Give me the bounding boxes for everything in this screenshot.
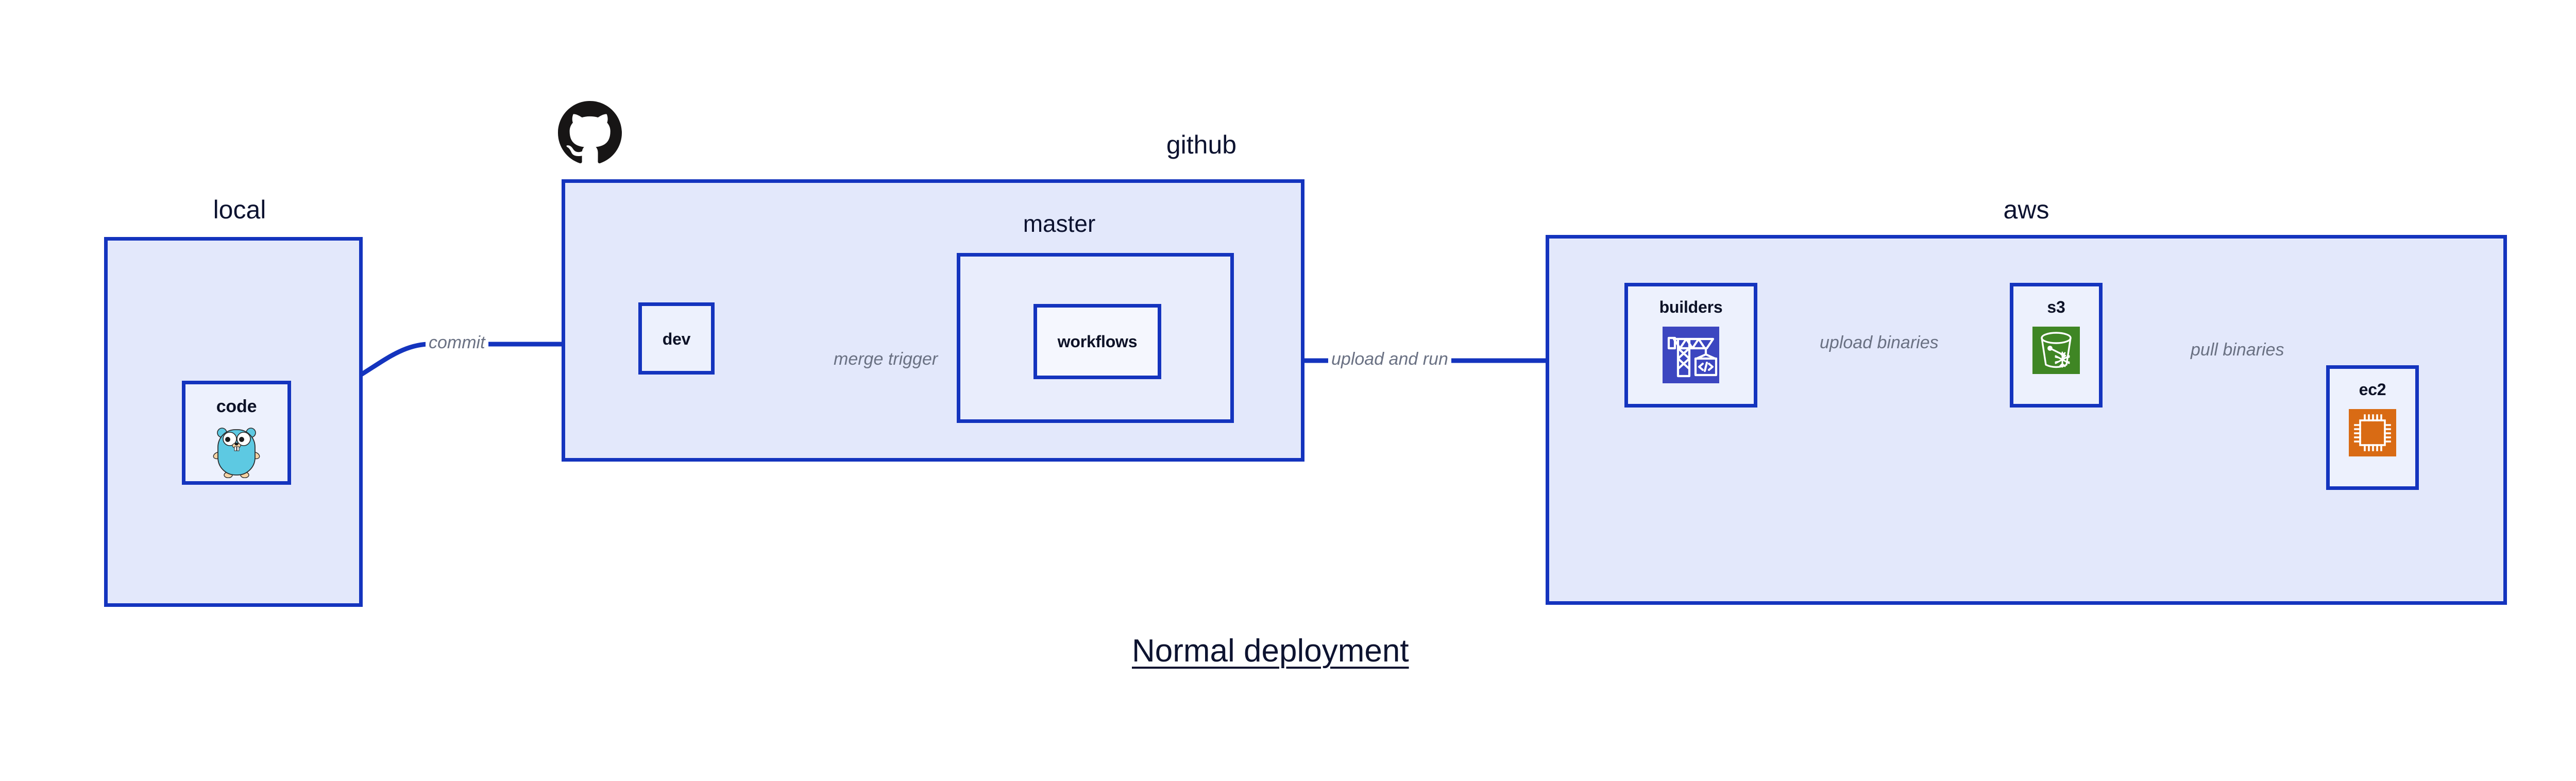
node-builders[interactable]: builders bbox=[1624, 283, 1757, 408]
zone-title-master: master bbox=[1023, 210, 1096, 237]
zone-aws: builders bbox=[1546, 235, 2507, 605]
node-label-ec2: ec2 bbox=[2359, 380, 2386, 399]
node-label-s3: s3 bbox=[2047, 298, 2065, 316]
edge-label-pull-binaries: pull binaries bbox=[2188, 340, 2287, 360]
node-code[interactable]: code bbox=[182, 381, 291, 485]
node-ec2[interactable]: ec2 bbox=[2326, 365, 2419, 490]
go-gopher-icon bbox=[213, 425, 260, 479]
edge-label-upload-and-run: upload and run bbox=[1328, 349, 1451, 369]
edge-label-commit: commit bbox=[426, 333, 488, 353]
zone-master: workflows bbox=[957, 253, 1234, 423]
edge-label-merge-trigger: merge trigger bbox=[831, 349, 941, 369]
diagram-title: Normal deployment bbox=[1132, 633, 1409, 669]
edge-label-upload-binaries: upload binaries bbox=[1817, 333, 1942, 353]
node-label-code: code bbox=[216, 397, 257, 416]
zone-title-local: local bbox=[213, 195, 266, 224]
s3-bucket-glacier-icon bbox=[2032, 327, 2080, 374]
crane-code-icon bbox=[1663, 327, 1719, 383]
zone-local: code bbox=[104, 237, 363, 607]
cpu-chip-icon bbox=[2349, 409, 2396, 456]
zone-title-aws: aws bbox=[2003, 195, 2049, 224]
node-s3[interactable]: s3 bbox=[2010, 283, 2103, 408]
node-label-workflows: workflows bbox=[1057, 332, 1138, 351]
node-label-builders: builders bbox=[1659, 298, 1723, 316]
github-octocat-icon bbox=[558, 101, 622, 165]
node-workflows[interactable]: workflows bbox=[1033, 304, 1161, 379]
node-label-dev: dev bbox=[662, 330, 691, 348]
zone-title-github: github bbox=[1166, 130, 1237, 159]
node-dev[interactable]: dev bbox=[638, 302, 715, 375]
zone-github: dev master workflows bbox=[562, 179, 1304, 462]
